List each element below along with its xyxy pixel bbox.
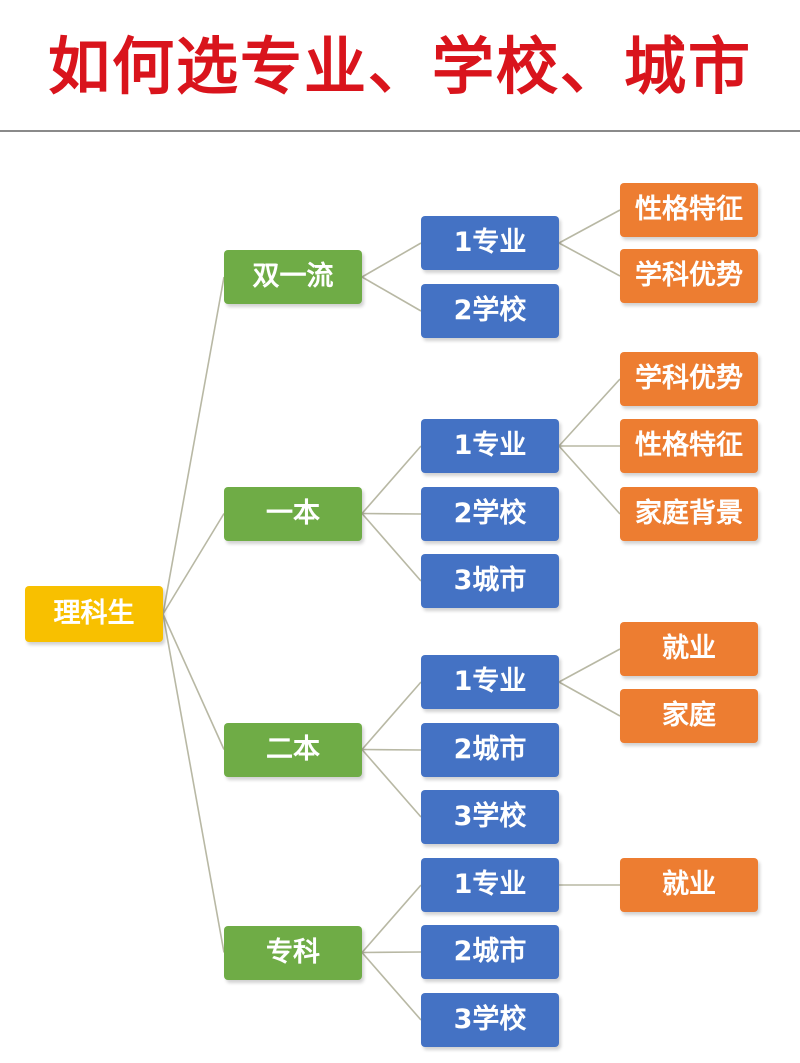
connector-category-2-to-factor-2 <box>361 748 422 818</box>
connector-category-2-to-factor-0 <box>361 681 422 751</box>
detail-node-1-0-1: 性格特征 <box>620 419 758 473</box>
category-node-2: 二本 <box>224 722 362 777</box>
factor-node-3-1: 2城市 <box>421 925 559 979</box>
factor-node-1-2: 3城市 <box>421 554 559 608</box>
detail-node-1-0-0: 学科优势 <box>620 352 758 406</box>
factor-node-2-2: 3学校 <box>421 790 559 844</box>
factor-node-1-0: 1专业 <box>421 419 559 473</box>
detail-node-1-0-2: 家庭背景 <box>620 487 758 541</box>
category-node-3: 专科 <box>224 925 362 980</box>
connector-category-0-to-factor-0 <box>361 242 422 278</box>
factor-node-0-0: 1专业 <box>421 216 559 270</box>
detail-node-2-0-0: 就业 <box>620 622 758 676</box>
connector-category-2-to-factor-1 <box>361 748 422 751</box>
detail-node-2-0-1: 家庭 <box>620 689 758 743</box>
factor-node-3-0: 1专业 <box>421 858 559 912</box>
connector-category-1-to-factor-2 <box>361 512 422 582</box>
connector-factor-0-0-to-detail-0 <box>558 209 621 244</box>
factor-node-0-1: 2学校 <box>421 284 559 338</box>
connector-category-3-to-factor-1 <box>361 951 422 954</box>
connector-category-1-to-factor-0 <box>361 445 422 515</box>
connector-root-to-category-2 <box>162 613 225 750</box>
connector-category-3-to-factor-2 <box>361 951 422 1021</box>
root-node: 理科生 <box>25 586 163 642</box>
connector-factor-1-0-to-detail-0 <box>558 378 621 447</box>
connector-root-to-category-3 <box>162 613 225 953</box>
category-node-1: 一本 <box>224 486 362 541</box>
title-divider <box>0 130 800 132</box>
connector-factor-1-0-to-detail-2 <box>558 445 621 515</box>
connector-category-1-to-factor-1 <box>361 512 422 515</box>
connector-factor-2-0-to-detail-0 <box>558 648 621 683</box>
category-node-0: 双一流 <box>224 250 362 304</box>
detail-node-0-0-1: 学科优势 <box>620 249 758 303</box>
connector-root-to-category-0 <box>162 276 225 615</box>
connector-root-to-category-1 <box>162 513 225 615</box>
connector-factor-0-0-to-detail-1 <box>558 242 621 277</box>
connector-factor-2-0-to-detail-1 <box>558 681 621 717</box>
connector-category-3-to-factor-0 <box>361 884 422 954</box>
factor-node-1-1: 2学校 <box>421 487 559 541</box>
page-title: 如何选专业、学校、城市 <box>47 30 752 103</box>
detail-node-0-0-0: 性格特征 <box>620 183 758 237</box>
detail-node-3-0-0: 就业 <box>620 858 758 912</box>
factor-node-2-0: 1专业 <box>421 655 559 709</box>
factor-node-2-1: 2城市 <box>421 723 559 777</box>
factor-node-3-2: 3学校 <box>421 993 559 1047</box>
connector-category-0-to-factor-1 <box>361 276 422 312</box>
